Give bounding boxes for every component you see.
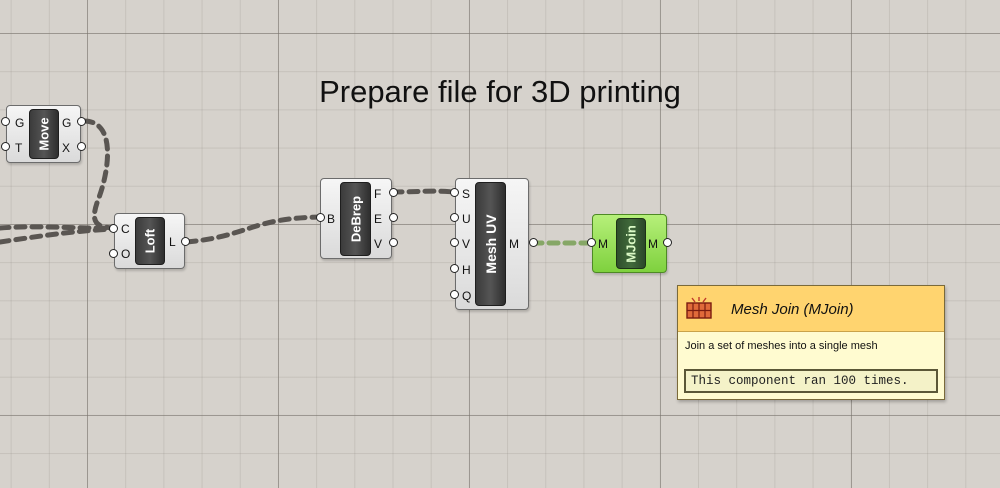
move-label: Move: [36, 117, 52, 151]
debrep-label: DeBrep: [348, 195, 363, 243]
mesh-uv-input-q: Q: [462, 289, 472, 303]
mesh-uv-input-s: S: [462, 187, 471, 201]
mjoin-core[interactable]: MJoin: [616, 218, 646, 269]
mjoin-component[interactable]: M MJoin M: [592, 214, 667, 273]
wire-offscreen-to-loft-2[interactable]: [0, 226, 120, 245]
debrep-output-v-grip[interactable]: [389, 238, 398, 247]
mesh-uv-input-h-grip[interactable]: [450, 264, 459, 273]
mesh-uv-input-h: H: [462, 263, 471, 277]
move-output-g-grip[interactable]: [77, 117, 86, 126]
loft-input-c-grip[interactable]: [109, 224, 118, 233]
mesh-uv-input-v-grip[interactable]: [450, 238, 459, 247]
loft-input-o: O: [121, 247, 131, 261]
move-input-t-grip[interactable]: [1, 142, 10, 151]
wire-move-to-loft[interactable]: [81, 118, 120, 231]
mesh-uv-label: Mesh UV: [482, 214, 499, 274]
mesh-uv-input-v: V: [462, 237, 471, 251]
debrep-output-f: F: [374, 187, 382, 201]
move-input-g-grip[interactable]: [1, 117, 10, 126]
loft-component[interactable]: C O Loft L: [114, 213, 185, 269]
mesh-uv-core[interactable]: Mesh UV: [475, 182, 506, 306]
mjoin-input-m-grip[interactable]: [587, 238, 596, 247]
mesh-uv-input-q-grip[interactable]: [450, 290, 459, 299]
debrep-output-e: E: [374, 212, 383, 226]
mesh-uv-input-u-grip[interactable]: [450, 213, 459, 222]
move-output-g: G: [62, 116, 72, 130]
loft-label: Loft: [142, 228, 158, 254]
wire-debrep-to-meshuv[interactable]: [390, 188, 457, 195]
debrep-input-b: B: [327, 212, 336, 226]
mesh-uv-output-m: M: [509, 237, 519, 251]
debrep-component[interactable]: B DeBrep F E V: [320, 178, 392, 259]
move-component[interactable]: G T Move G X: [6, 105, 81, 163]
debrep-core[interactable]: DeBrep: [340, 182, 371, 256]
debrep-output-v: V: [374, 237, 383, 251]
mjoin-input-m: M: [598, 237, 608, 251]
debrep-input-b-grip[interactable]: [316, 213, 325, 222]
move-input-g: G: [15, 116, 25, 130]
mesh-uv-input-u: U: [462, 212, 471, 226]
tooltip-header: Mesh Join (MJoin): [678, 286, 944, 332]
canvas-group-title: Prepare file for 3D printing: [319, 74, 681, 109]
mesh-uv-component[interactable]: S U V H Q Mesh UV M: [455, 178, 529, 310]
mjoin-label: MJoin: [623, 224, 639, 263]
move-core[interactable]: Move: [29, 109, 59, 159]
debrep-output-f-grip[interactable]: [389, 188, 398, 197]
debrep-output-e-grip[interactable]: [389, 213, 398, 222]
mjoin-output-m-grip[interactable]: [663, 238, 672, 247]
move-output-x-grip[interactable]: [77, 142, 86, 151]
loft-core[interactable]: Loft: [135, 217, 165, 265]
loft-output-l-grip[interactable]: [181, 237, 190, 246]
mesh-join-icon: [686, 297, 712, 319]
tooltip-title: Mesh Join (MJoin): [731, 301, 854, 318]
loft-input-c: C: [121, 222, 130, 236]
component-tooltip: Mesh Join (MJoin) Join a set of meshes i…: [677, 285, 945, 400]
loft-output-l: L: [169, 235, 176, 249]
move-input-t: T: [15, 141, 23, 155]
move-output-x: X: [62, 141, 71, 155]
tooltip-status: This component ran 100 times.: [684, 369, 938, 393]
loft-input-o-grip[interactable]: [109, 249, 118, 258]
mjoin-output-m: M: [648, 237, 658, 251]
mesh-uv-input-s-grip[interactable]: [450, 188, 459, 197]
wire-loft-to-debrep[interactable]: [184, 214, 325, 245]
tooltip-description: Join a set of meshes into a single mesh: [685, 340, 878, 352]
mesh-uv-output-m-grip[interactable]: [529, 238, 538, 247]
